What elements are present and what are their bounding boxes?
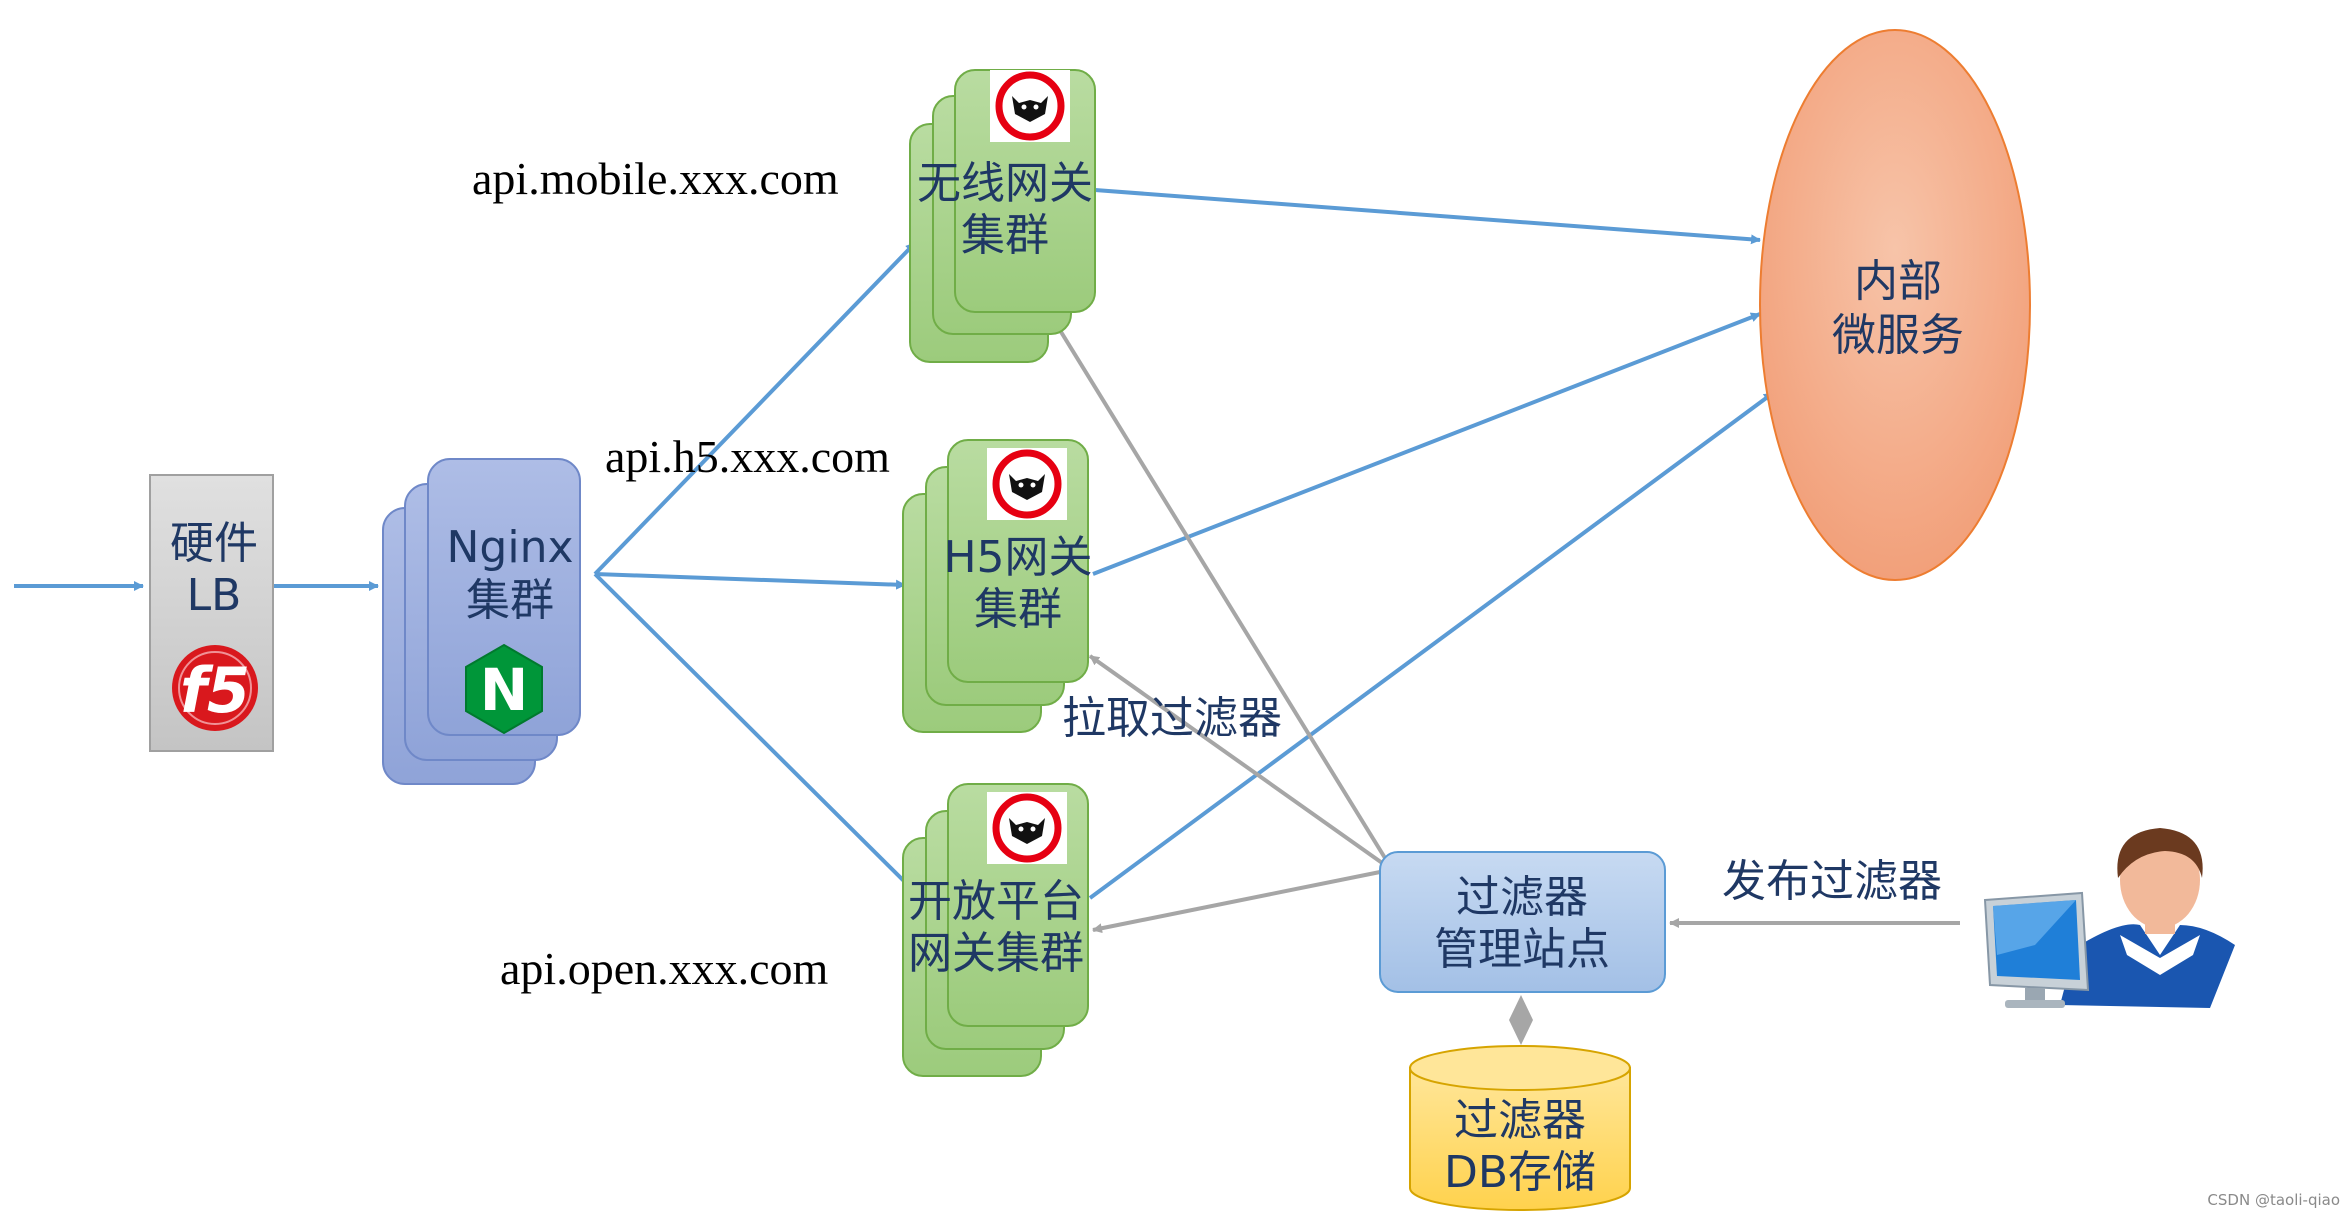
filter-management-node: 过滤器 管理站点 (1379, 851, 1666, 993)
watermark-credit: CSDN @taoli-qiao (2207, 1191, 2340, 1209)
hardware-lb-label-1: 硬件 (170, 518, 258, 569)
user-at-computer-icon (1983, 828, 2235, 1008)
arrow-h5-to-microservices (1092, 312, 1761, 576)
edge-label-publish-filters: 发布过滤器 (1722, 856, 1942, 907)
url-label-mobile: api.mobile.xxx.com (472, 153, 839, 204)
zuul-logo-icon (987, 792, 1067, 864)
filter-management-label-1: 过滤器 (1456, 872, 1588, 923)
arrow-nginx-to-open (593, 572, 917, 894)
hardware-lb-node: 硬件 LB f5 (149, 474, 274, 752)
microservices-label-2: 微服务 (1832, 310, 1964, 361)
filter-db-label-1: 过滤器 (1454, 1095, 1586, 1146)
connector-mgmt-db (1509, 995, 1533, 1045)
nginx-cluster-node: Nginx 集群 N (382, 458, 581, 785)
microservices-label-1: 内部 (1854, 256, 1942, 307)
filter-db-label-2: DB存储 (1444, 1147, 1596, 1198)
arrow-open-to-microservices (1088, 391, 1775, 900)
open-gateway-label-2: 网关集群 (908, 928, 1084, 979)
wireless-gateway-node: 无线网关 集群 (909, 69, 1096, 363)
zuul-logo-icon (987, 448, 1067, 520)
nginx-logo-icon: N (465, 643, 543, 735)
wireless-gateway-label-2: 集群 (961, 210, 1049, 261)
nginx-cluster-label-1: Nginx (447, 522, 574, 573)
edge-label-pull-filters: 拉取过滤器 (1062, 693, 1282, 744)
zuul-logo-icon (990, 70, 1070, 142)
svg-text:f5: f5 (180, 654, 250, 727)
arrow-mgmt-to-wireless (1048, 312, 1387, 860)
open-gateway-label-1: 开放平台 (908, 876, 1084, 927)
h5-gateway-node: H5网关 集群 (902, 439, 1093, 733)
arrow-wireless-to-microservices (1094, 188, 1761, 245)
f5-logo-icon: f5 (172, 645, 258, 731)
svg-text:N: N (480, 656, 529, 724)
arrow-mgmt-to-open (1092, 869, 1386, 934)
arrow-nginx-to-wireless (593, 241, 917, 576)
wireless-gateway-label-1: 无线网关 (917, 158, 1093, 209)
h5-gateway-label-1: H5网关 (943, 532, 1092, 583)
nginx-cluster-label-2: 集群 (466, 575, 554, 626)
arrow-mgmt-to-h5 (1088, 654, 1387, 867)
internal-microservices-node: 内部 微服务 (1759, 29, 2031, 581)
h5-gateway-label-2: 集群 (974, 584, 1062, 635)
connectors (14, 188, 1960, 1045)
url-label-open: api.open.xxx.com (500, 943, 829, 994)
filter-management-label-2: 管理站点 (1434, 924, 1610, 975)
filter-db-node: 过滤器 DB存储 (1409, 1045, 1631, 1211)
hardware-lb-label-2: LB (187, 570, 242, 621)
open-platform-gateway-node: 开放平台 网关集群 (902, 783, 1089, 1077)
url-label-h5: api.h5.xxx.com (605, 431, 890, 482)
arrow-nginx-to-h5 (594, 572, 906, 590)
